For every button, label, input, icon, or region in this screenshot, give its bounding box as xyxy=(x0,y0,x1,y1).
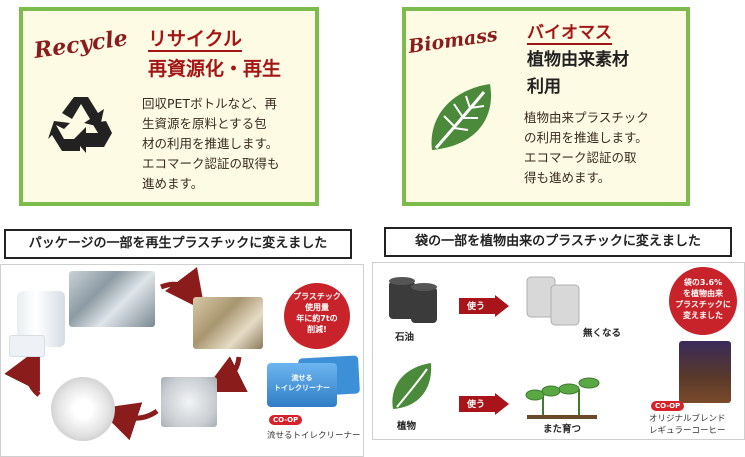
use-label-2: 使う xyxy=(467,400,486,410)
recycled-pellets-image xyxy=(51,377,115,441)
biomass-description: 植物由来プラスチック の利用を推進します。 エコマーク認証の取 得も進めます。 xyxy=(524,108,684,188)
right-panel: 石油 使う 無くなる 植物 使う また育つ 袋の3.6% を植物由来 プラスチッ… xyxy=(372,262,745,440)
biomass-desc-line: 植物由来プラスチック xyxy=(524,110,649,125)
leaf-icon xyxy=(431,84,492,150)
badge-line: プラスチック xyxy=(293,292,341,301)
badge-line: プラスチックに xyxy=(675,300,731,309)
empty-drum-icon xyxy=(526,276,580,326)
collected-bottles-photo xyxy=(69,271,155,327)
right-banner: 袋の一部を植物由来のプラスチックに変えました xyxy=(384,227,732,257)
biomass-desc-line: エコマーク認証の取 xyxy=(524,150,637,165)
coop-logo-left: CO-OP xyxy=(269,415,303,425)
biomass-desc-line: の利用を推進します。 xyxy=(524,130,648,145)
package-text: 流せる xyxy=(291,374,313,382)
biomass-title-line1: バイオマス xyxy=(527,23,612,45)
gone-label: 無くなる xyxy=(583,328,622,339)
film-sheet-image xyxy=(9,335,45,357)
biomass-badge: 袋の3.6% を植物由来 プラスチックに 変えました xyxy=(669,267,737,335)
recycle-icon xyxy=(48,97,112,153)
recycle-title-line2: 再資源化・再生 xyxy=(148,58,282,80)
recycle-desc-line: エコマーク認証の取得も xyxy=(142,156,280,171)
reduction-badge: プラスチック 使用量 年に約7tの 削減! xyxy=(284,283,350,349)
badge-line: 使用量 xyxy=(305,303,329,312)
coop-logo-right: CO-OP xyxy=(651,401,685,411)
badge-line: 削減! xyxy=(307,325,327,334)
package-text: トイレクリーナー xyxy=(274,384,330,392)
oil-label: 石油 xyxy=(395,332,415,343)
recycle-desc-line: 進めます。 xyxy=(142,176,204,191)
use-arrow-2: 使う xyxy=(459,393,511,415)
plant-label: 植物 xyxy=(397,421,417,432)
recycle-desc-line: 材の利用を推進します。 xyxy=(142,136,279,151)
coffee-bag-image xyxy=(679,341,731,403)
product-name-line: レギュラーコーヒー xyxy=(649,426,726,436)
recycle-desc-line: 回収PETボトルなど、再 xyxy=(142,96,277,111)
sprouts-icon xyxy=(525,377,600,419)
biomass-title-line3: 利用 xyxy=(527,77,561,97)
badge-line: 袋の3.6% xyxy=(683,278,723,287)
product-package-front: 流せる トイレクリーナー xyxy=(267,363,337,407)
cycle-arrows xyxy=(4,266,248,441)
left-banner: パッケージの一部を再生プラスチックに変えました xyxy=(4,229,352,259)
recycle-title-line1: リサイクル xyxy=(148,28,243,52)
use-label-1: 使う xyxy=(467,302,486,312)
badge-line: を植物由来 xyxy=(683,289,723,298)
right-product-name: オリジナルブレンド レギュラーコーヒー xyxy=(649,413,726,437)
biomass-title-line2: 植物由来素材 xyxy=(527,50,629,70)
recycle-description: 回収PETボトルなど、再 生資源を原料とする包 材の利用を推進します。 エコマー… xyxy=(142,94,312,194)
biomass-desc-line: 得も進めます。 xyxy=(524,170,611,185)
use-arrow-1: 使う xyxy=(459,295,511,317)
product-name-line: オリジナルブレンド xyxy=(649,414,726,424)
plastic-flakes-photo xyxy=(161,377,217,427)
factory-worker-photo xyxy=(193,297,263,349)
oil-drum-icon xyxy=(389,277,437,323)
grow-label: また育つ xyxy=(543,424,582,435)
biomass-title: バイオマス 植物由来素材 利用 xyxy=(527,20,629,101)
left-product-name: 流せるトイレクリーナー xyxy=(267,431,361,441)
recycle-title: リサイクル 再資源化・再生 xyxy=(148,24,281,84)
badge-line: 年に約7tの xyxy=(296,314,338,323)
recycle-desc-line: 生資源を原料とする包 xyxy=(142,116,267,131)
badge-line: 変えました xyxy=(683,311,723,320)
left-panel: プラスチック 使用量 年に約7tの 削減! 流せる トイレクリーナー CO-OP… xyxy=(0,264,364,457)
plant-leaf-icon xyxy=(392,363,432,409)
